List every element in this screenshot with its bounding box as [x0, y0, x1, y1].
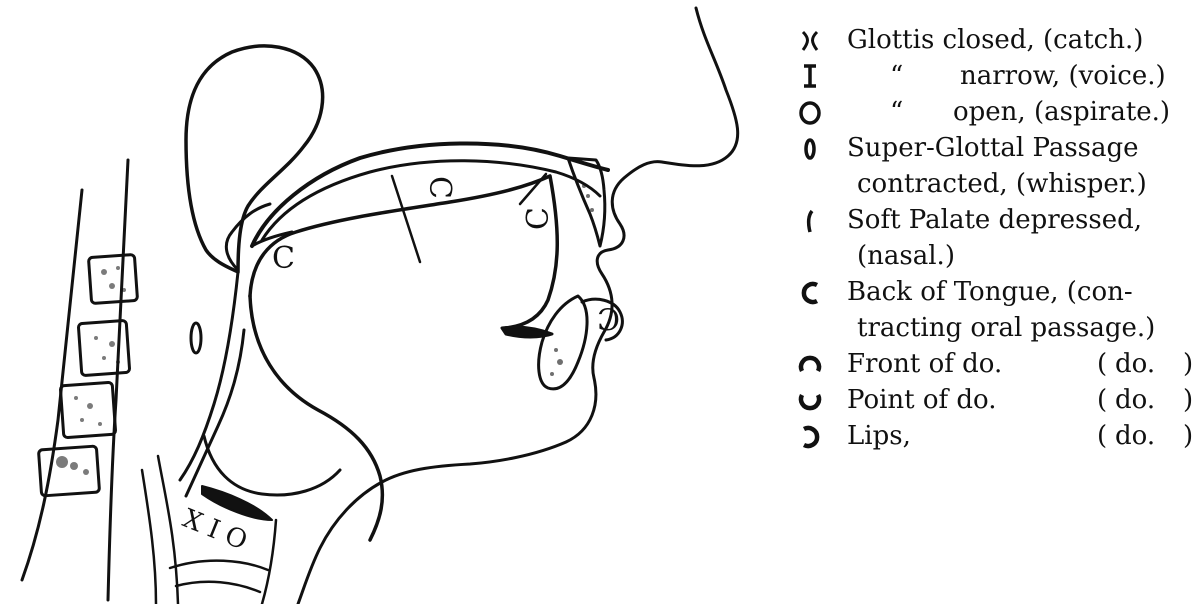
legend-item-soft-palate-cont: (nasal.) [795, 238, 1195, 274]
pharynx-front [250, 296, 382, 540]
glottis-closed-icon [795, 22, 827, 58]
point-of-tongue-icon [795, 382, 827, 418]
front-of-tongue-mark: C [422, 176, 457, 199]
point-of-tongue-mark: C [521, 207, 556, 230]
front-of-tongue-icon [795, 346, 827, 382]
back-of-tongue-mark: C [272, 241, 295, 276]
legend-item-super-glottal: Super-Glottal Passage [795, 130, 1195, 166]
super-glottal-contracted-icon [795, 130, 827, 166]
vocal-tract-diagram: C C C C X I O [0, 0, 760, 604]
legend-item-front-of-tongue: Front of do. ( do. ) [795, 346, 1195, 382]
legend-item-lips: Lips, ( do. ) [795, 418, 1195, 454]
epiglottis [191, 323, 201, 353]
legend-item-soft-palate: Soft Palate depressed, [795, 202, 1195, 238]
legend-item-glottis-open: “ open, (aspirate.) [795, 94, 1195, 130]
legend-item-back-of-tongue-cont: tracting oral passage.) [795, 310, 1195, 346]
tongue-outline [250, 176, 557, 328]
back-of-tongue-icon [795, 274, 827, 310]
legend: Glottis closed, (catch.) “ narrow, (voic… [795, 22, 1195, 454]
lips-icon [795, 418, 827, 454]
glottis-open-icon [795, 94, 827, 130]
legend-item-super-glottal-cont: contracted, (whisper.) [795, 166, 1195, 202]
larynx [204, 436, 340, 495]
legend-item-glottis-narrow: “ narrow, (voice.) [795, 58, 1195, 94]
spine-back [108, 160, 128, 600]
lower-incisor [539, 296, 587, 389]
legend-item-back-of-tongue: Back of Tongue, (con- [795, 274, 1195, 310]
face-profile [298, 8, 738, 604]
lips-mark: C [597, 300, 620, 335]
glottis-narrow-icon [795, 58, 827, 94]
legend-item-point-of-tongue: Point of do. ( do. ) [795, 382, 1195, 418]
soft-palate-depressed-icon [795, 202, 827, 238]
upper-incisor [568, 158, 605, 246]
legend-item-glottis-closed: Glottis closed, (catch.) [795, 22, 1195, 58]
